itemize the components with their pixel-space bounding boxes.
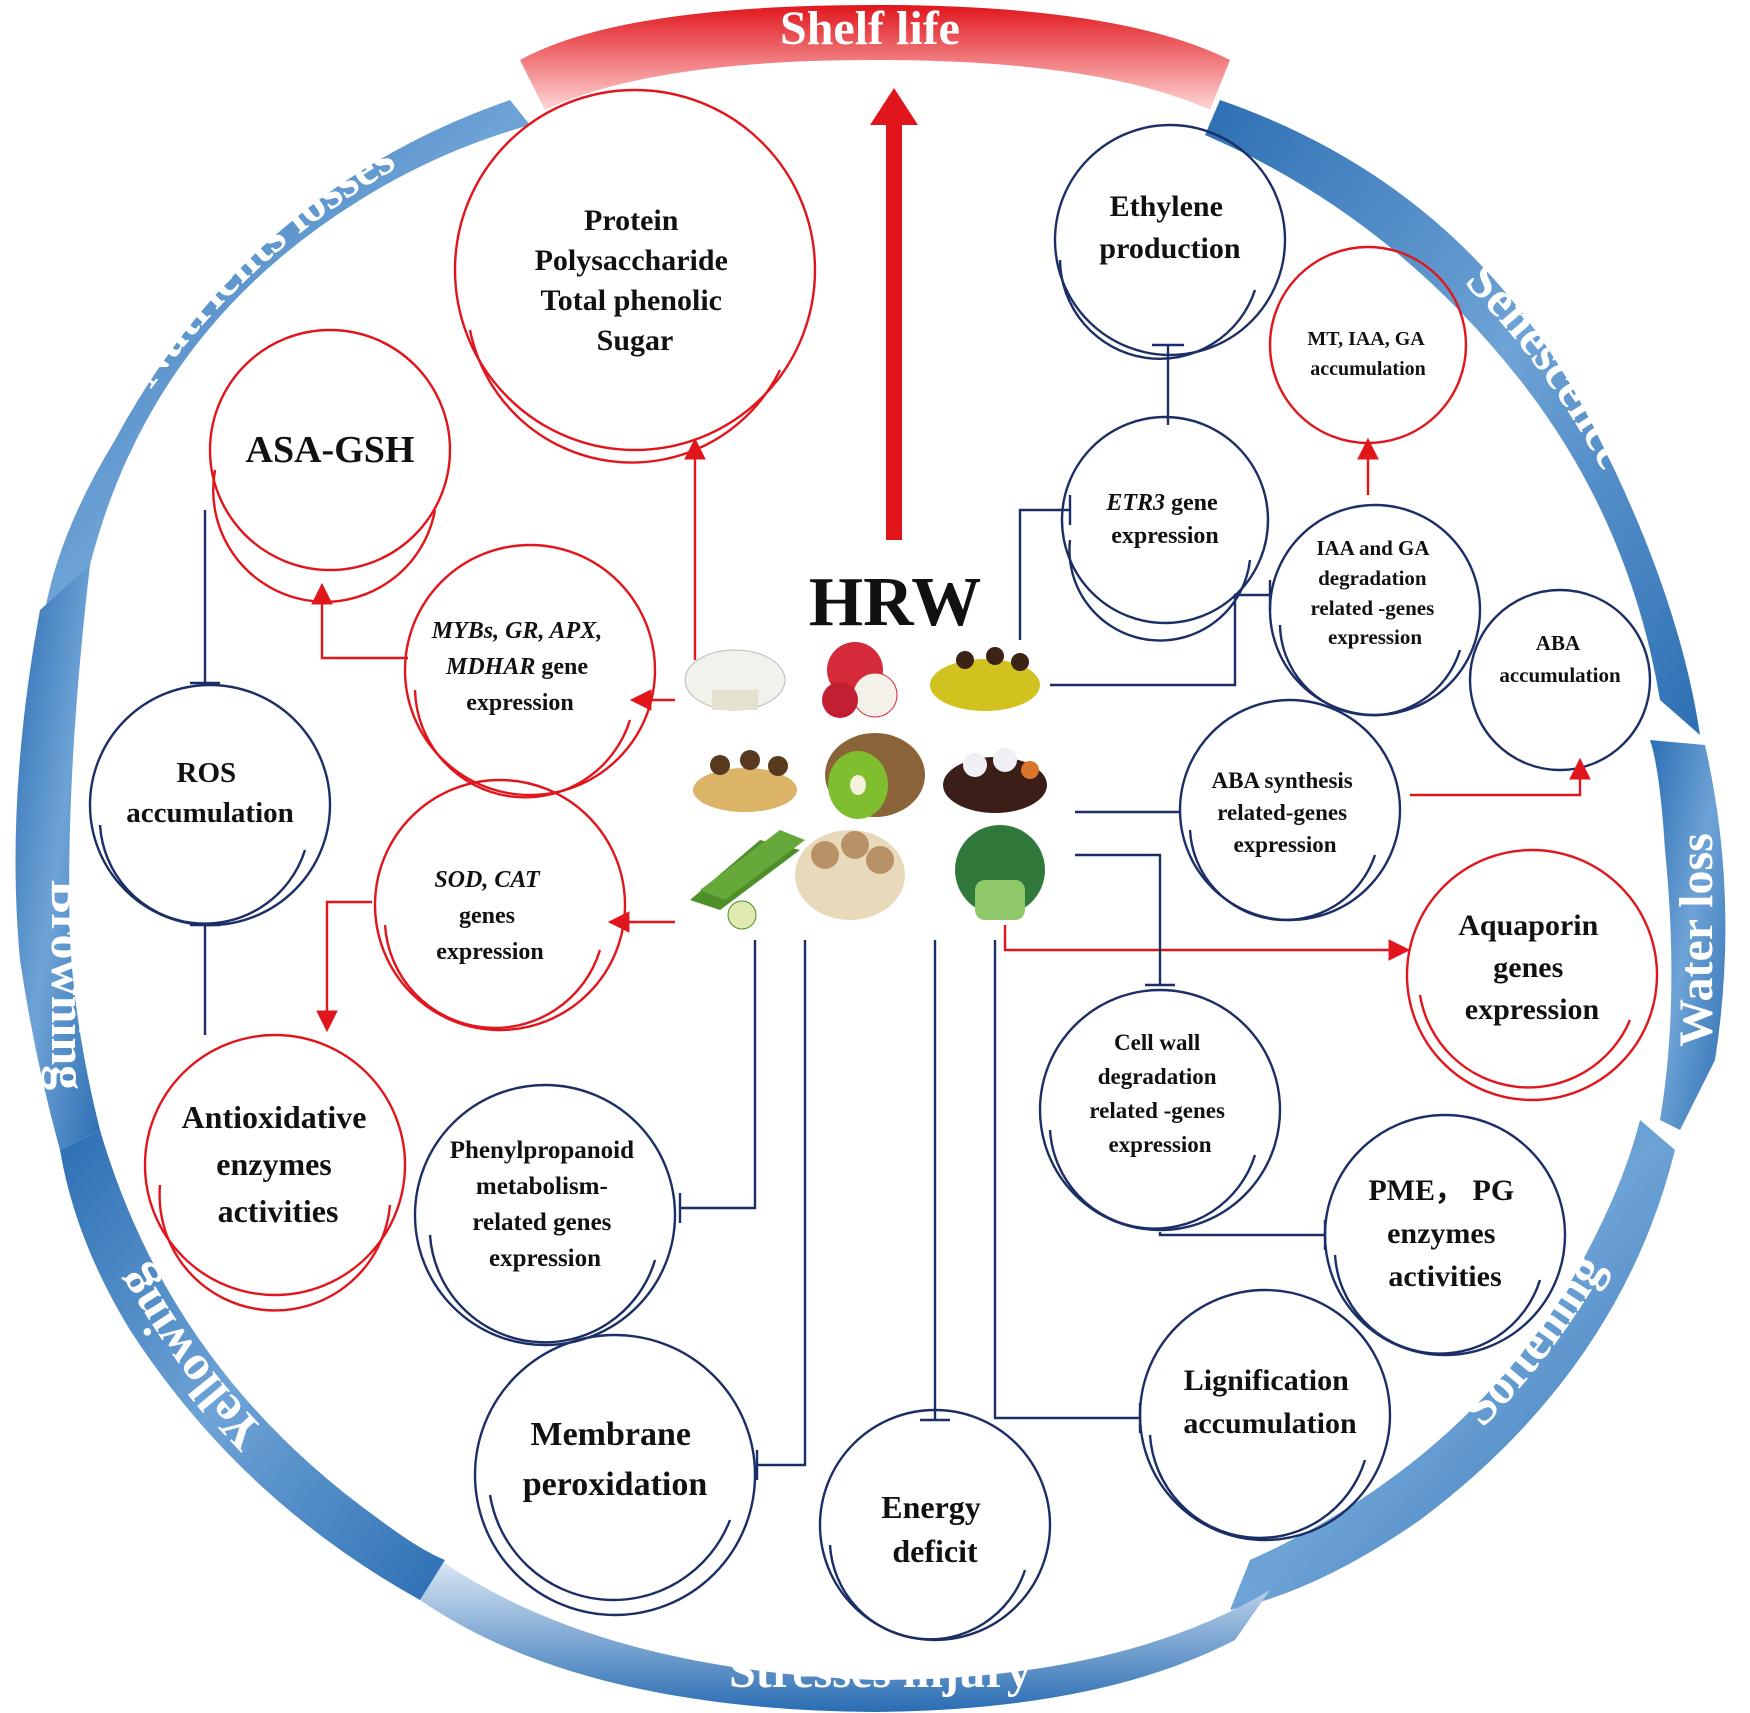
ring-label-water-loss: Water loss (1670, 833, 1723, 1047)
label-ros: ROS accumulation (126, 757, 294, 829)
okra-icon (690, 830, 805, 930)
label-myb: MYBs, GR, APX, MDHAR gene expression (431, 618, 608, 716)
enoki-mushroom-icon (693, 750, 797, 812)
water-chestnut-icon (943, 748, 1047, 813)
label-iaa-ga: IAA and GA degradation related -genes ex… (1310, 536, 1439, 649)
white-mushroom-icon (684, 649, 786, 711)
node-circle-nutrients (453, 88, 817, 464)
label-lignif: Lignification accumulation (1183, 1364, 1357, 1440)
label-mt: MT, IAA, GA accumulation (1307, 328, 1428, 380)
water-loss-band (1650, 740, 1726, 1130)
node-circle-aba-syn (1178, 698, 1402, 922)
node-circle-antiox (143, 1033, 407, 1312)
label-sod: SOD, CAT genes expression (434, 867, 545, 965)
arrow-to-aquaporin (1003, 925, 1411, 961)
arrow-to-antiox (316, 900, 372, 1033)
label-membrane: Membrane peroxidation (523, 1416, 708, 1503)
label-aba-acc: ABA accumulation (1499, 631, 1621, 687)
ring-label-yellowing: Yellowing (103, 1258, 274, 1461)
stresses-band (420, 1560, 1270, 1712)
ring-label-senescence: Senescence (1456, 251, 1643, 477)
ring-label-nutrients: Nutrients losses (115, 129, 404, 397)
label-etr3: ETR3 gene expression (1105, 490, 1223, 549)
pak-choi-icon (955, 825, 1045, 920)
lychee-icon (822, 642, 898, 718)
ring-label-browning: Browning (41, 880, 97, 1090)
yellowing-band (60, 1130, 445, 1600)
label-energy: Energy deficit (881, 1489, 989, 1569)
node-circle-aquaporin (1405, 848, 1659, 1102)
ring-label-stresses: Stresses injury (729, 1645, 1031, 1698)
produce-grid (684, 642, 1047, 930)
label-phenyl: Phenylpropanoid metabolism- related gene… (450, 1137, 641, 1272)
arrow-to-aba-acc (1410, 757, 1591, 797)
shelf-life-band (520, 5, 1230, 110)
label-pme: PME， PG enzymes activities (1368, 1174, 1521, 1293)
node-labels: Protein Polysaccharide Total phenolic Su… (126, 190, 1621, 1569)
label-cellwall: Cell wall degradation related -genes exp… (1089, 1030, 1230, 1157)
node-circle-ethylene (1053, 123, 1287, 360)
node-circle-asa (208, 328, 452, 603)
softening-band (1230, 1120, 1675, 1610)
center-label-hrw: HRW (809, 564, 982, 641)
nutrients-band (45, 100, 530, 610)
browning-band (15, 565, 100, 1150)
node-circle-membrane (473, 1333, 757, 1617)
label-aba-syn: ABA synthesis related-genes expression (1212, 768, 1359, 857)
beech-mushroom-icon (795, 830, 905, 920)
ring-label-shelf-life: Shelf life (780, 2, 960, 55)
kiwi-icon (825, 733, 925, 819)
node-circle-cellwall (1038, 988, 1282, 1232)
node-circle-myb (403, 543, 657, 799)
yellow-fruit-icon (930, 647, 1040, 711)
node-circle-energy (818, 1408, 1052, 1642)
label-antiox: Antioxidative enzymes activities (182, 1099, 375, 1229)
senescence-band (1205, 100, 1700, 735)
label-ethylene: Ethylene production (1099, 190, 1240, 265)
label-aquaporin: Aquaporin genes expression (1458, 909, 1606, 1026)
inhibit-lines (190, 343, 1327, 1480)
arrow-to-asa (311, 582, 408, 660)
shelf-life-arrow (870, 88, 918, 540)
node-circle-phenyl (413, 1083, 677, 1347)
node-circle-sod (373, 778, 627, 1032)
label-asa: ASA-GSH (246, 429, 415, 471)
node-circle-aba-acc (1468, 588, 1652, 772)
label-nutrients: Protein Polysaccharide Total phenolic Su… (535, 204, 736, 357)
